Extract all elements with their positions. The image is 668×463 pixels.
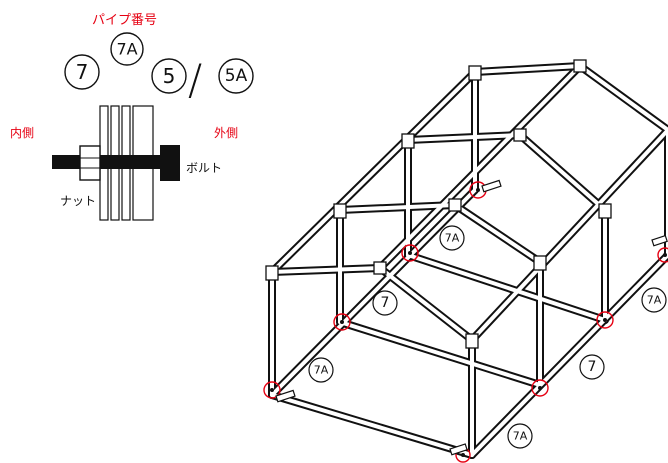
svg-text:7A: 7A [647,294,662,307]
svg-text:7: 7 [76,60,89,84]
pipe-number-legend: パイプ番号 7 7A 5 / 5A [64,13,254,104]
callout-7a-bottom-left: 7A [308,357,334,383]
svg-text:7A: 7A [116,40,137,59]
bolt-label: ボルト [186,161,222,175]
pipe-frame [263,59,668,463]
callout-7a-bottom-right: 7A [507,423,533,449]
inner-side-label: 内側 [10,126,34,140]
callout-7a-top: 7A [439,225,465,251]
svg-text:7: 7 [588,359,597,375]
bolt-marker-6 [596,311,614,329]
bolt-marker-5 [531,379,549,397]
bolt-point-markers [263,181,668,463]
svg-text:7A: 7A [445,232,460,245]
pipe-number-title: パイプ番号 [92,13,157,28]
bolt-marker-2 [333,313,351,331]
nut-icon [79,145,101,181]
svg-text:5A: 5A [225,66,248,86]
bolt-marker-1 [263,381,281,399]
legend-code-5: 5 [151,58,187,94]
callout-7-right: 7 [579,354,605,380]
svg-text:5: 5 [163,64,176,88]
legend-slash: / [188,55,202,104]
svg-text:7A: 7A [513,430,528,443]
bolt-head-icon [160,145,180,181]
callout-7-left: 7 [372,290,398,316]
frame-callouts: 7A 7 7A 7A 7 7A [308,225,667,449]
outer-side-label: 外側 [214,126,238,140]
bolt-marker-3 [401,244,419,262]
bolt-detail: 内側 外側 ナット ボルト [10,105,238,221]
svg-text:7: 7 [381,295,390,311]
legend-code-7: 7 [64,54,100,90]
legend-code-7a: 7A [110,32,144,66]
legend-code-5a: 5A [218,58,254,94]
bolt-shaft [52,155,162,169]
bolt-marker-8 [657,247,668,263]
callout-7a-right: 7A [641,287,667,313]
svg-text:7A: 7A [314,364,329,377]
nut-label: ナット [60,194,96,208]
